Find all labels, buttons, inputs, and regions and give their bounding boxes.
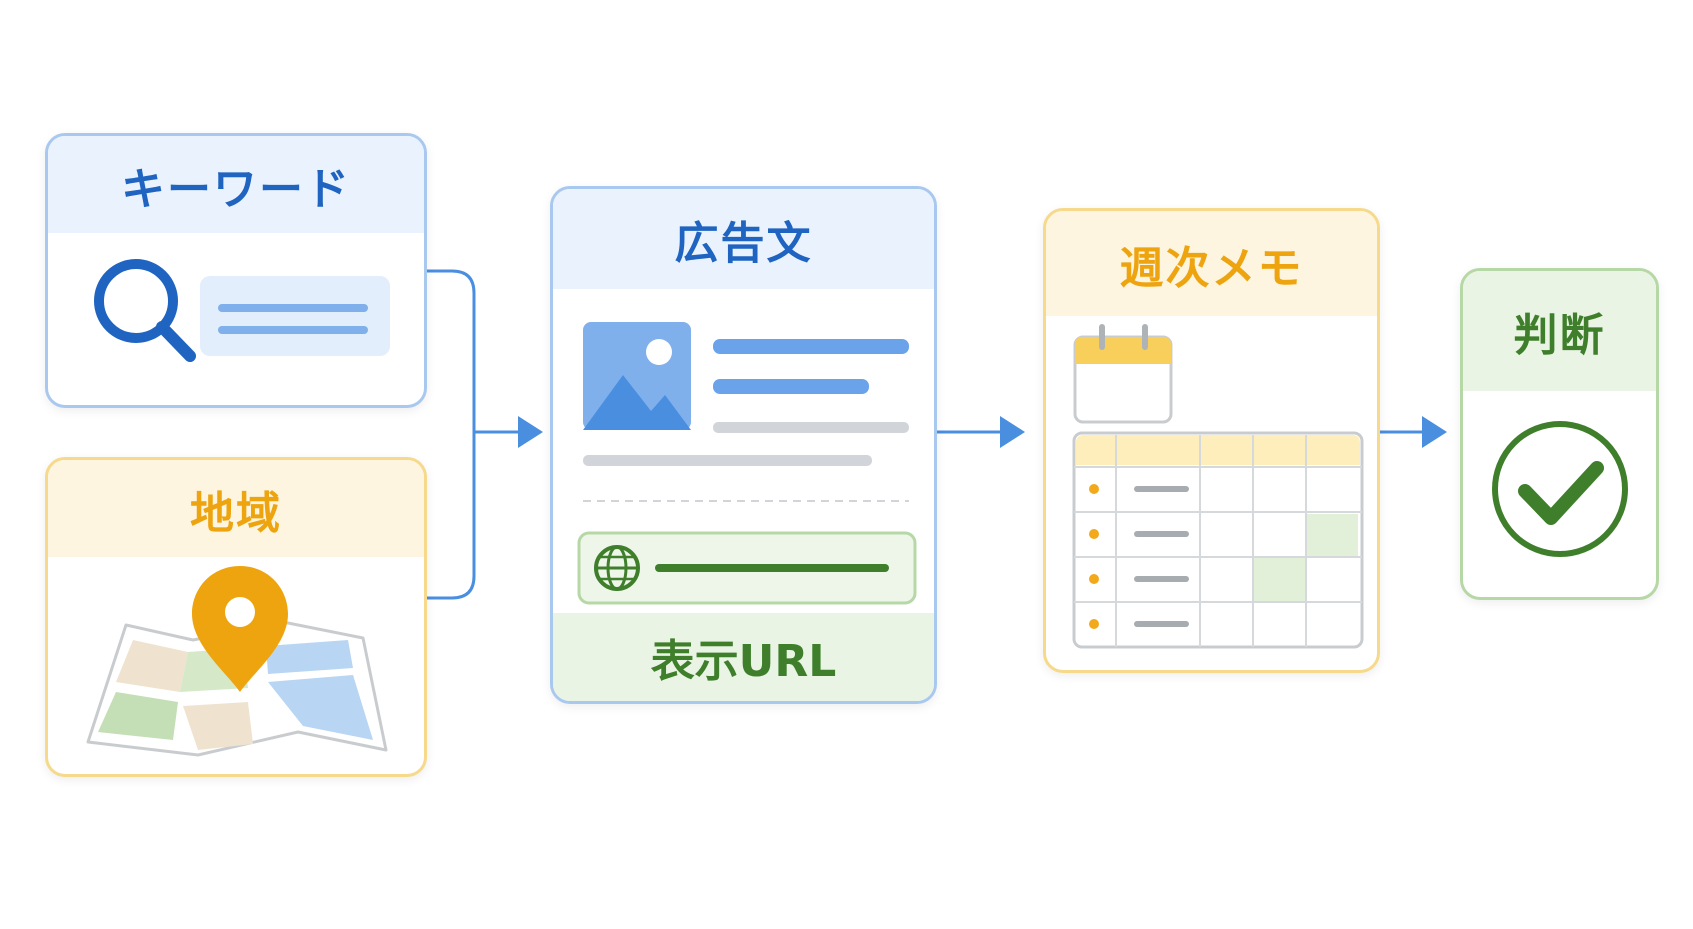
region-connector <box>427 432 476 600</box>
globe-icon <box>594 545 640 591</box>
search-icon <box>94 259 196 362</box>
map-pin-icon <box>192 566 288 692</box>
weekly-memo-card-title: 週次メモ <box>1046 211 1377 316</box>
ad-text-card: 広告文 表示URL <box>550 186 937 704</box>
keyword-card-title: キーワード <box>48 136 424 233</box>
check-circle-icon <box>1492 421 1628 557</box>
weekly-memo-card: 週次メモ <box>1043 208 1380 673</box>
table-icon <box>1072 431 1364 649</box>
decision-illustration <box>1492 421 1628 557</box>
text-field-icon <box>200 276 390 356</box>
region-card-title: 地域 <box>48 460 424 557</box>
arrow-head-to-decision <box>1422 416 1447 448</box>
ad-preview-illustration <box>577 322 917 605</box>
keyword-connector <box>427 269 476 432</box>
decision-card-title: 判断 <box>1463 271 1656 391</box>
description-line-1 <box>713 379 869 394</box>
map-icon <box>86 620 388 757</box>
arrow-head-to-ad <box>518 416 543 448</box>
keyword-card-illustration <box>94 259 390 362</box>
description-line-2 <box>713 422 909 433</box>
headline-line <box>713 339 909 354</box>
keyword-card: キーワード <box>45 133 427 408</box>
region-card-illustration <box>86 566 388 757</box>
decision-card: 判断 <box>1460 268 1659 600</box>
description-line-3 <box>583 455 872 466</box>
region-card: 地域 <box>45 457 427 777</box>
ad-text-card-title: 広告文 <box>553 189 934 289</box>
weekly-memo-illustration <box>1072 324 1364 649</box>
url-line <box>655 564 889 572</box>
image-icon <box>583 322 691 430</box>
arrow-head-to-memo <box>1000 416 1025 448</box>
calendar-icon <box>1073 324 1173 424</box>
display-url-label: 表示URL <box>553 613 934 701</box>
